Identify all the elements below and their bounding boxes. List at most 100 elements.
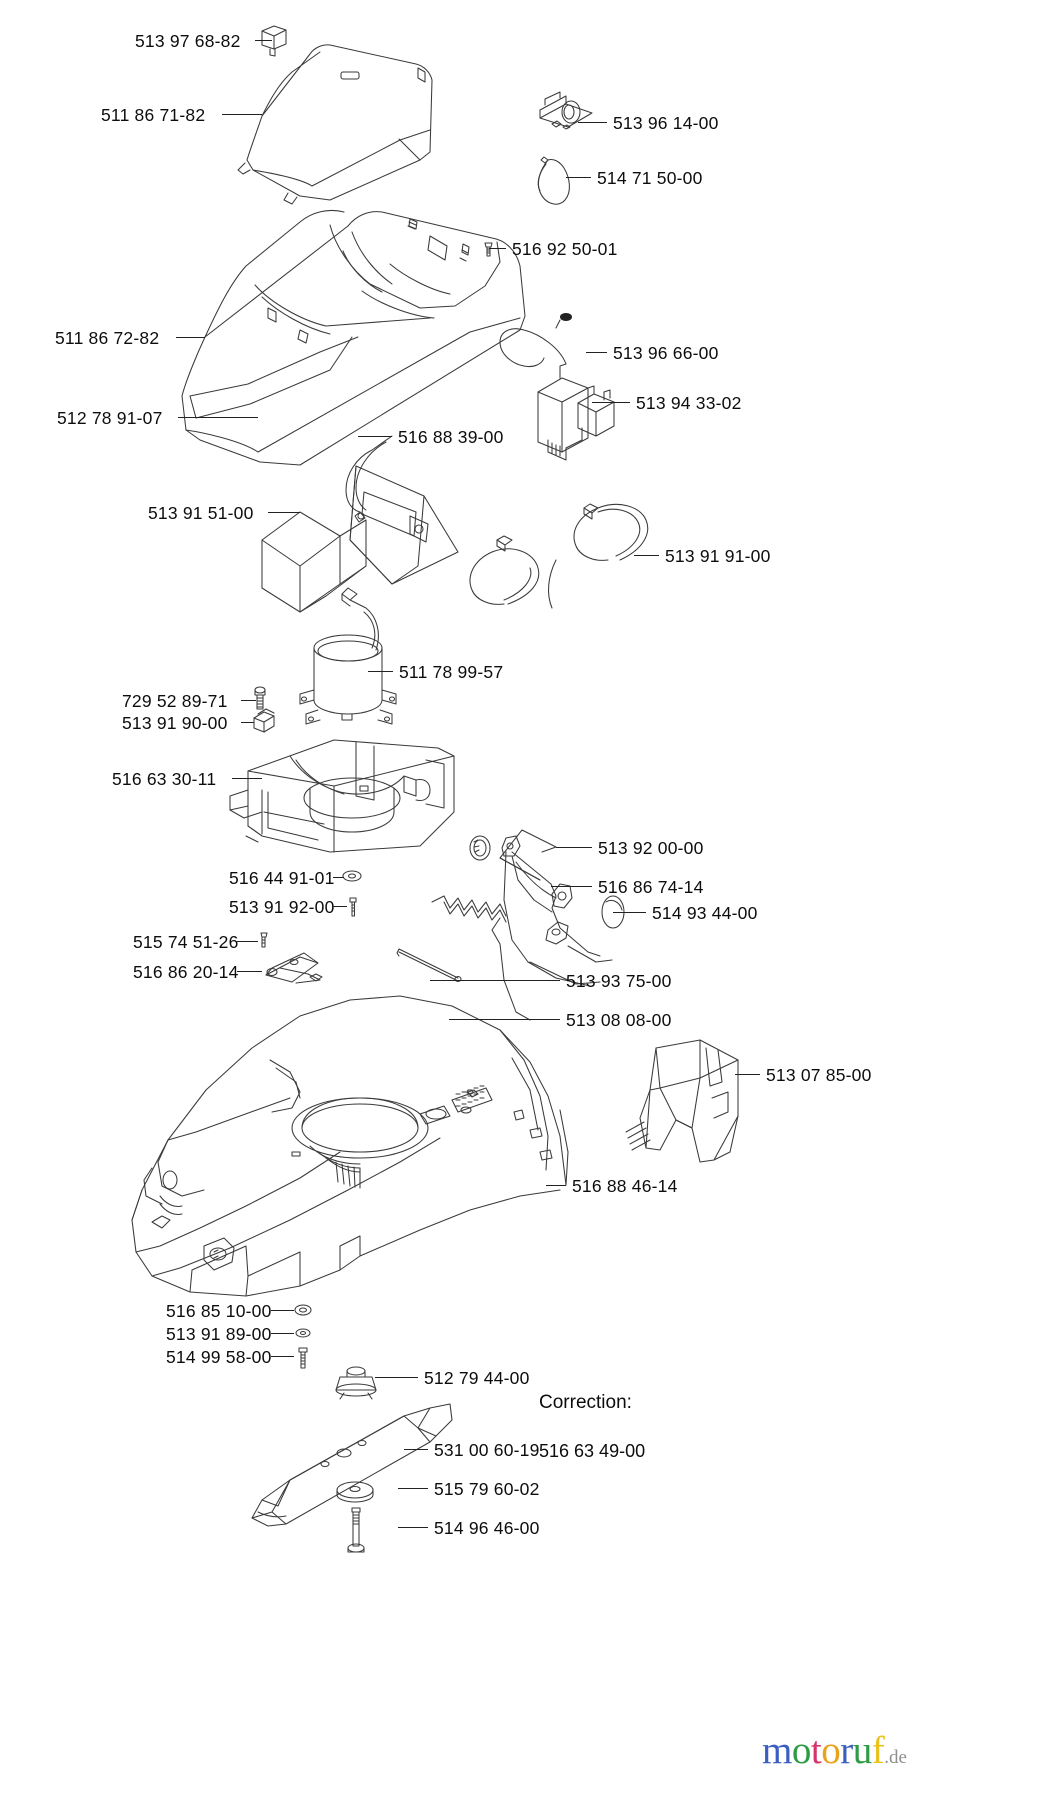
part-label-blade-washer: 515 79 60-02 [434,1479,540,1499]
leader-line-cable-loop-short [566,177,591,178]
leader-line-rear-flap-guard [735,1074,760,1075]
part-label-battery-pack: 513 91 51-00 [148,503,254,523]
part-label-housing-panel: 512 78 91-07 [57,408,163,428]
part-label-power-adapter: 513 96 66-00 [613,343,719,363]
leader-line-cable-clamp [241,722,254,723]
part-rivet-pin-art [260,932,268,948]
leader-line-washer-flat [271,1333,294,1334]
part-lever-bracket-art [265,952,323,984]
leader-line-screw-short [333,906,347,907]
part-label-return-spring: 513 08 08-00 [566,1010,672,1030]
part-blade-washer-art [336,1481,374,1503]
leader-line-handle-bracket [551,886,592,887]
part-label-screw-short: 513 91 92-00 [229,897,335,917]
leader-line-power-adapter [586,352,607,353]
leader-line-handle-cap [613,912,646,913]
leader-line-upper-cover-lid [222,114,262,115]
leader-line-switch-assembly [578,122,607,123]
leader-line-mower-deck-chassis [546,1185,566,1186]
part-mower-deck-chassis-art [131,995,569,1297]
watermark-letter: u [852,1729,873,1772]
leader-line-mains-plug [592,402,630,403]
part-motor-mount-frame-art [229,739,455,853]
part-battery-strap-art [345,435,393,523]
part-label-washer-small: 516 44 91-01 [229,868,335,888]
watermark-letter: m [762,1729,792,1772]
leader-line-main-housing-cover [176,337,205,338]
part-motor-screw-art [254,686,266,710]
part-rear-flap-guard-art [625,1039,739,1163]
leader-line-rivet-pin [237,941,258,942]
leader-line-blade-boss [375,1377,418,1378]
watermark-letter: f [871,1729,885,1772]
leader-line-blade-bolt [398,1527,428,1528]
leader-line-cover-clip [255,40,272,41]
leader-line-motor-screw [241,700,256,701]
part-label-cutting-blade: 531 00 60-19 [434,1440,540,1460]
part-label-switch-assembly: 513 96 14-00 [613,113,719,133]
part-deck-screw-art [298,1347,308,1369]
part-washer-flat-art [295,1328,311,1338]
leader-line-handle-trim [556,847,592,848]
part-cover-clip-art [261,25,287,57]
watermark-letter: r [840,1729,853,1772]
part-return-spring-art [431,895,531,1021]
leader-line-washer-deck [271,1310,294,1311]
part-cable-loop-short-art [537,156,570,205]
part-cutting-blade-art [251,1403,453,1527]
part-screw-short-art [349,897,357,917]
part-label-electric-motor: 511 78 99-57 [399,662,504,682]
part-electric-motor-art [299,587,397,725]
part-label-cable-loop-short: 514 71 50-00 [597,168,703,188]
leader-line-battery-cable [634,555,659,556]
part-control-rod-art [396,948,462,983]
leader-line-battery-strap [358,436,392,437]
part-label-motor-screw: 729 52 89-71 [122,691,228,711]
part-label-motor-mount-frame: 516 63 30-11 [112,769,217,789]
part-washer-small-art [342,870,362,882]
part-switch-assembly-art [539,91,593,130]
motoruf-watermark: motoruf.de [762,1728,907,1773]
part-label-deck-screw: 514 99 58-00 [166,1347,272,1367]
part-label-battery-strap: 516 88 39-00 [398,427,504,447]
part-label-mower-deck-chassis: 516 88 46-14 [572,1176,678,1196]
correction-heading: Correction: [539,1392,632,1413]
leader-line-washer-small [333,877,344,878]
part-battery-cable-art [469,503,649,609]
correction-value: 516 63 49-00 [539,1441,646,1461]
leader-line-deck-screw [271,1356,294,1357]
part-label-main-housing-cover: 511 86 72-82 [55,328,160,348]
part-label-mains-plug: 513 94 33-02 [636,393,742,413]
part-label-lever-bracket: 516 86 20-14 [133,962,239,982]
part-blade-bolt-art [347,1507,365,1553]
leader-line-cutting-blade [404,1449,428,1450]
part-label-blade-boss: 512 79 44-00 [424,1368,530,1388]
part-label-washer-deck: 516 85 10-00 [166,1301,272,1321]
part-label-handle-cap: 514 93 44-00 [652,903,758,923]
leader-line-control-rod [430,980,560,981]
watermark-suffix: .de [884,1747,907,1768]
part-label-rivet-pin: 515 74 51-26 [133,932,239,952]
part-power-adapter-art [499,313,589,461]
part-washer-deck-art [294,1304,312,1316]
leader-line-battery-pack [268,512,300,513]
watermark-letter: t [810,1729,822,1772]
part-cable-clamp-art [253,708,275,733]
part-label-rear-flap-guard: 513 07 85-00 [766,1065,872,1085]
leader-line-housing-panel [178,417,258,418]
part-battery-pack-art [261,465,459,613]
part-label-cable-clamp: 513 91 90-00 [122,713,228,733]
watermark-letter: o [791,1729,812,1772]
leader-line-blade-washer [398,1488,428,1489]
part-label-battery-cable: 513 91 91-00 [665,546,771,566]
part-label-washer-flat: 513 91 89-00 [166,1324,272,1344]
part-label-cover-clip: 513 97 68-82 [135,31,241,51]
part-label-handle-bracket: 516 86 74-14 [598,877,704,897]
part-blade-boss-art [335,1366,377,1400]
part-label-handle-trim: 513 92 00-00 [598,838,704,858]
part-label-screw-cover: 516 92 50-01 [512,239,618,259]
part-label-blade-bolt: 514 96 46-00 [434,1518,540,1538]
part-upper-cover-lid-art [237,44,433,205]
leader-line-motor-mount-frame [232,778,262,779]
